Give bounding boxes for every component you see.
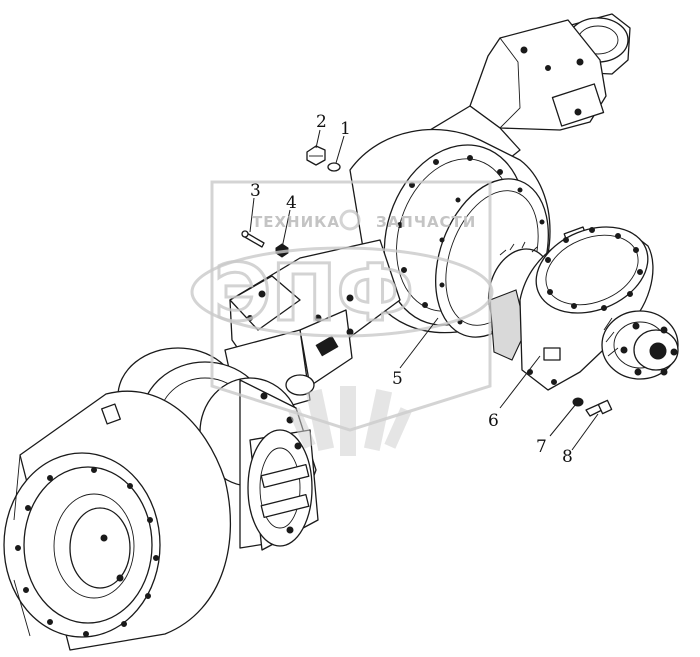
watermark-logo [190,180,494,456]
leader-lines [249,129,599,451]
hub-bolts [15,467,159,637]
wheel-hub-assembly [3,347,319,651]
small-parts [241,145,613,417]
